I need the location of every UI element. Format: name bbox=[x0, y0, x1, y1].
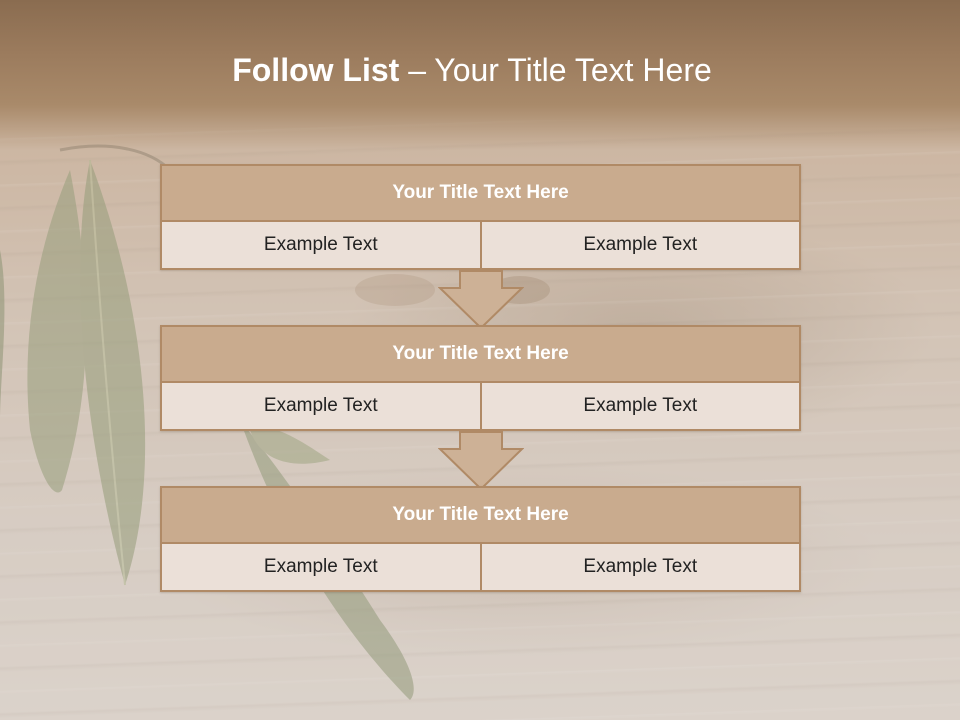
block-title: Your Title Text Here bbox=[162, 327, 799, 383]
list-block-3: Your Title Text Here Example Text Exampl… bbox=[160, 486, 801, 592]
down-arrow-icon bbox=[438, 270, 524, 330]
block-title: Your Title Text Here bbox=[162, 488, 799, 544]
down-arrow-icon bbox=[438, 431, 524, 491]
list-block-1: Your Title Text Here Example Text Exampl… bbox=[160, 164, 801, 270]
block-title: Your Title Text Here bbox=[162, 166, 799, 222]
block-cell-left: Example Text bbox=[263, 395, 378, 416]
slide-title-bold: Follow List bbox=[232, 52, 400, 88]
block-cell-left: Example Text bbox=[263, 556, 378, 577]
block-row: Example Text Example Text bbox=[162, 544, 799, 590]
header-band bbox=[0, 0, 960, 150]
block-row: Example Text Example Text bbox=[162, 383, 799, 429]
block-cell-right: Example Text bbox=[479, 383, 800, 429]
block-cell-left: Example Text bbox=[263, 234, 378, 255]
block-row: Example Text Example Text bbox=[162, 222, 799, 268]
block-cell-right: Example Text bbox=[479, 222, 800, 268]
block-cell-right: Example Text bbox=[479, 544, 800, 590]
slide-title: Follow List – Your Title Text Here bbox=[0, 52, 944, 89]
list-block-2: Your Title Text Here Example Text Exampl… bbox=[160, 325, 801, 431]
slide-title-rest: – Your Title Text Here bbox=[399, 52, 712, 88]
